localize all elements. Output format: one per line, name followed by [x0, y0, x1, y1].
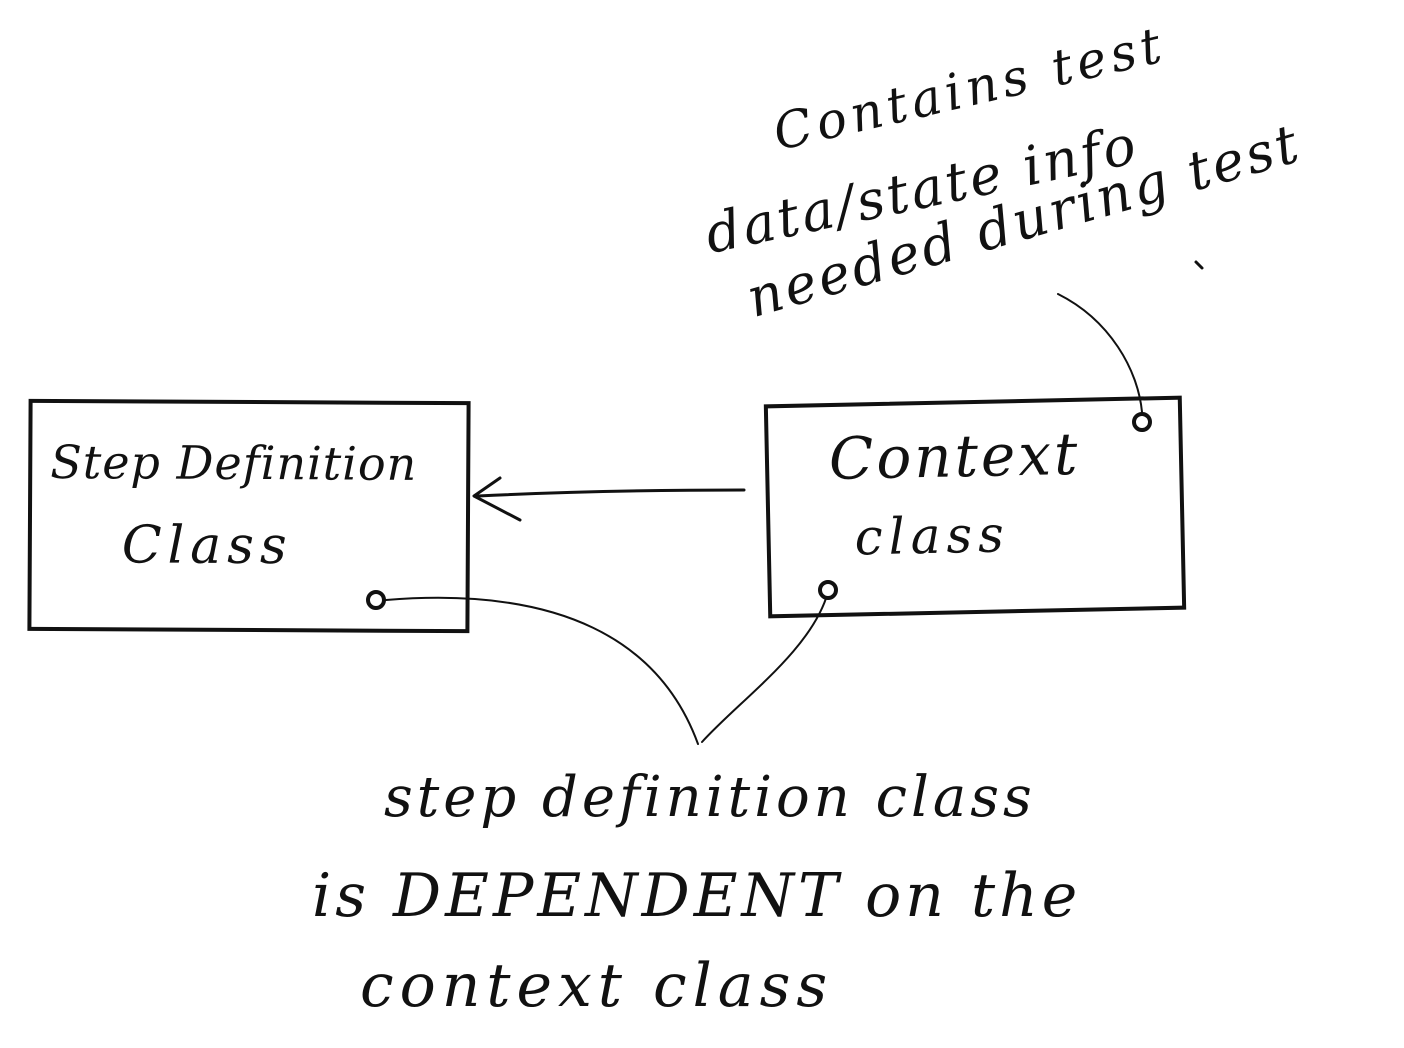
dependency-arrow-shaft — [476, 488, 746, 498]
context-box-subtitle: class — [854, 505, 1011, 567]
step-box-dot-icon — [366, 590, 386, 610]
ink-tick — [1194, 260, 1204, 270]
dependency-note-line-2: is DEPENDENT on the — [312, 861, 1082, 931]
step-definition-box-subtitle: Class — [121, 515, 293, 577]
step-definition-box-title: Step Definition — [50, 434, 418, 491]
dependency-arrow-head — [472, 476, 522, 522]
context-box-bottom-dot-icon — [818, 580, 838, 600]
context-callout-curve — [701, 591, 829, 743]
note-callout-curve — [1057, 293, 1143, 413]
context-class-box: Context class — [763, 395, 1187, 619]
context-box-title: Context — [828, 419, 1081, 494]
step-callout-curve — [385, 596, 699, 745]
step-definition-class-box: Step Definition Class — [27, 398, 471, 634]
dependency-note-line-3: context class — [360, 951, 834, 1021]
context-box-dot-icon — [1132, 412, 1152, 432]
dependency-note-line-1: step definition class — [384, 765, 1036, 830]
